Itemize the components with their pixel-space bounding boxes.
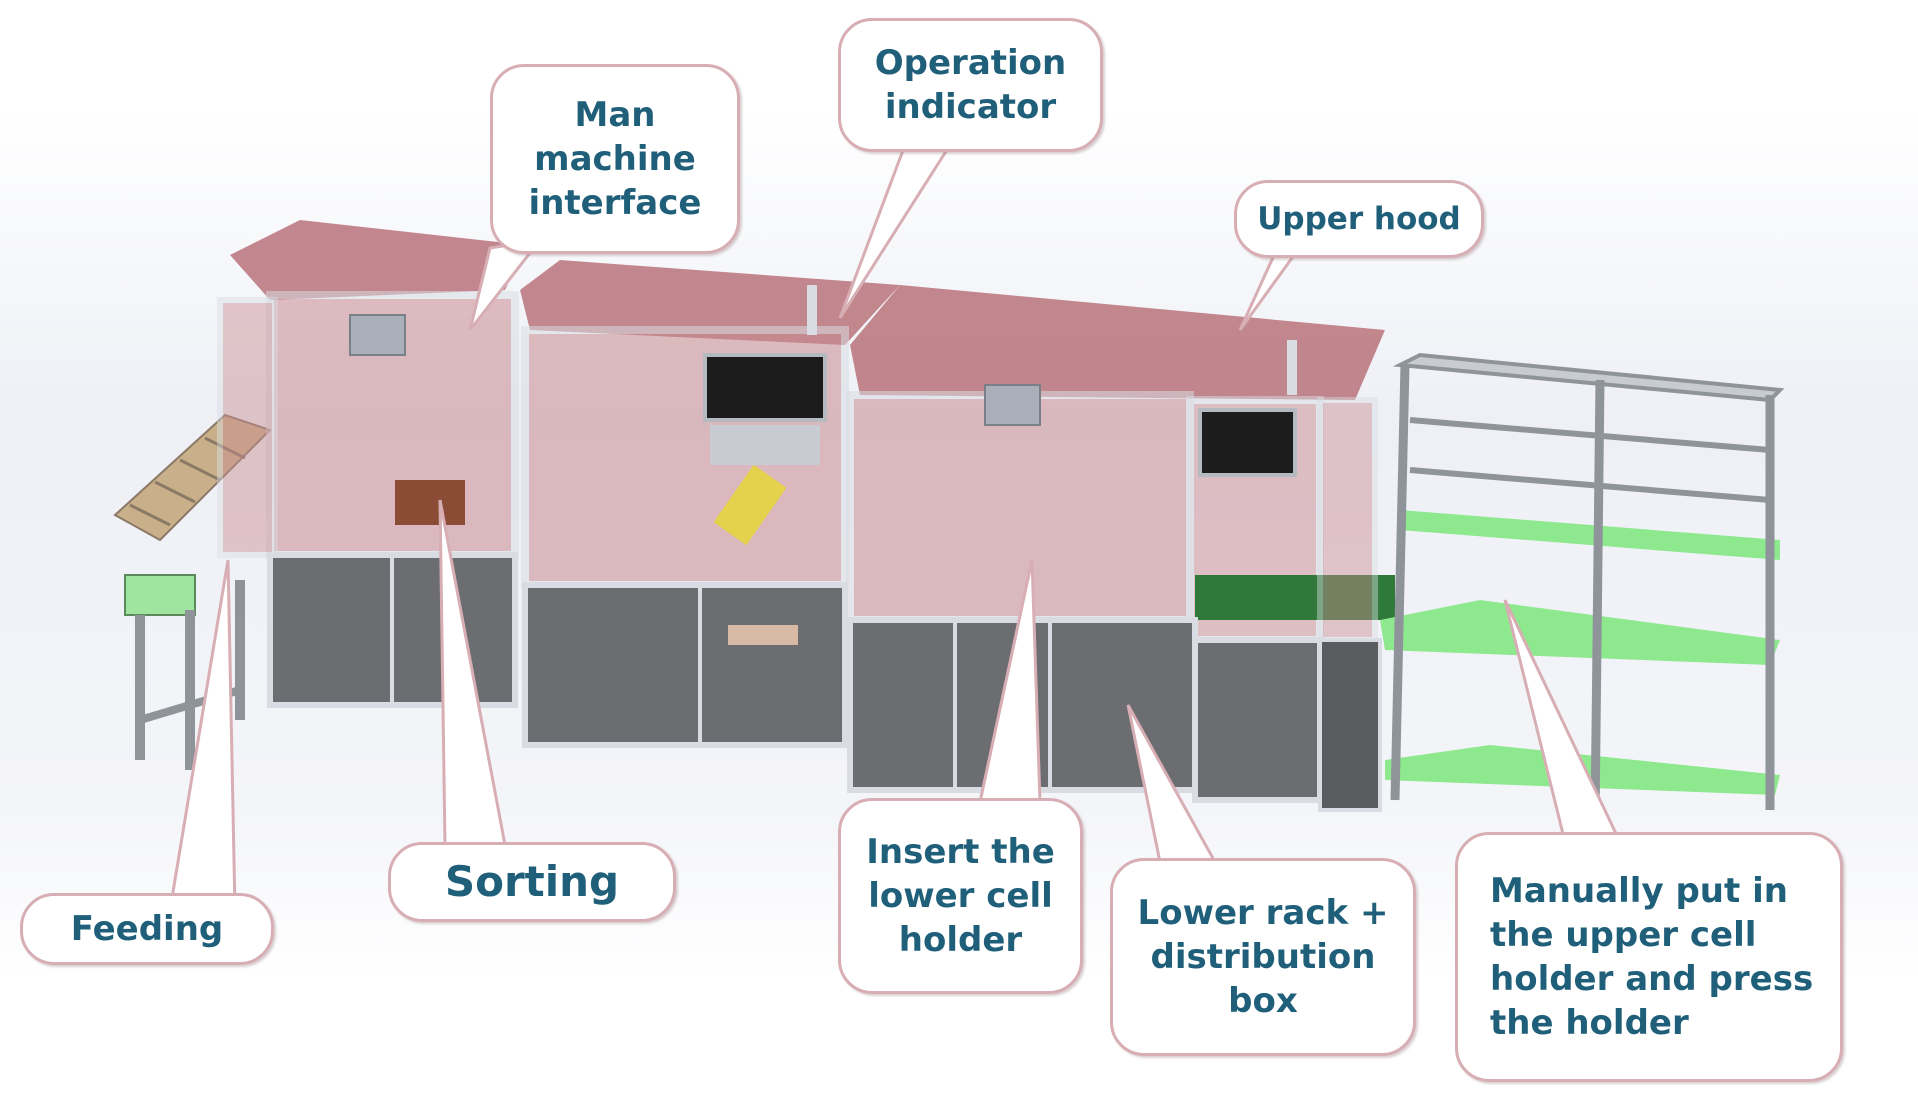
callout-man-machine-interface: Man machine interface [490, 64, 740, 254]
rack-unit [1380, 352, 1785, 821]
callout-manually-put-upper-holder: Manually put in the upper cell holder an… [1455, 832, 1843, 1082]
callout-operation-indicator: Operation indicator [838, 18, 1103, 152]
callout-sorting: Sorting [388, 842, 676, 922]
callout-lower-rack-distribution-box: Lower rack + distribution box [1110, 858, 1416, 1056]
machine-module-3 [846, 285, 1395, 812]
feeding-conveyor [113, 413, 272, 770]
machine-module-2 [520, 260, 900, 748]
callout-upper-hood: Upper hood [1234, 180, 1484, 258]
callout-feeding: Feeding [20, 893, 274, 965]
callout-insert-lower-cell-holder: Insert the lower cell holder [838, 798, 1083, 994]
